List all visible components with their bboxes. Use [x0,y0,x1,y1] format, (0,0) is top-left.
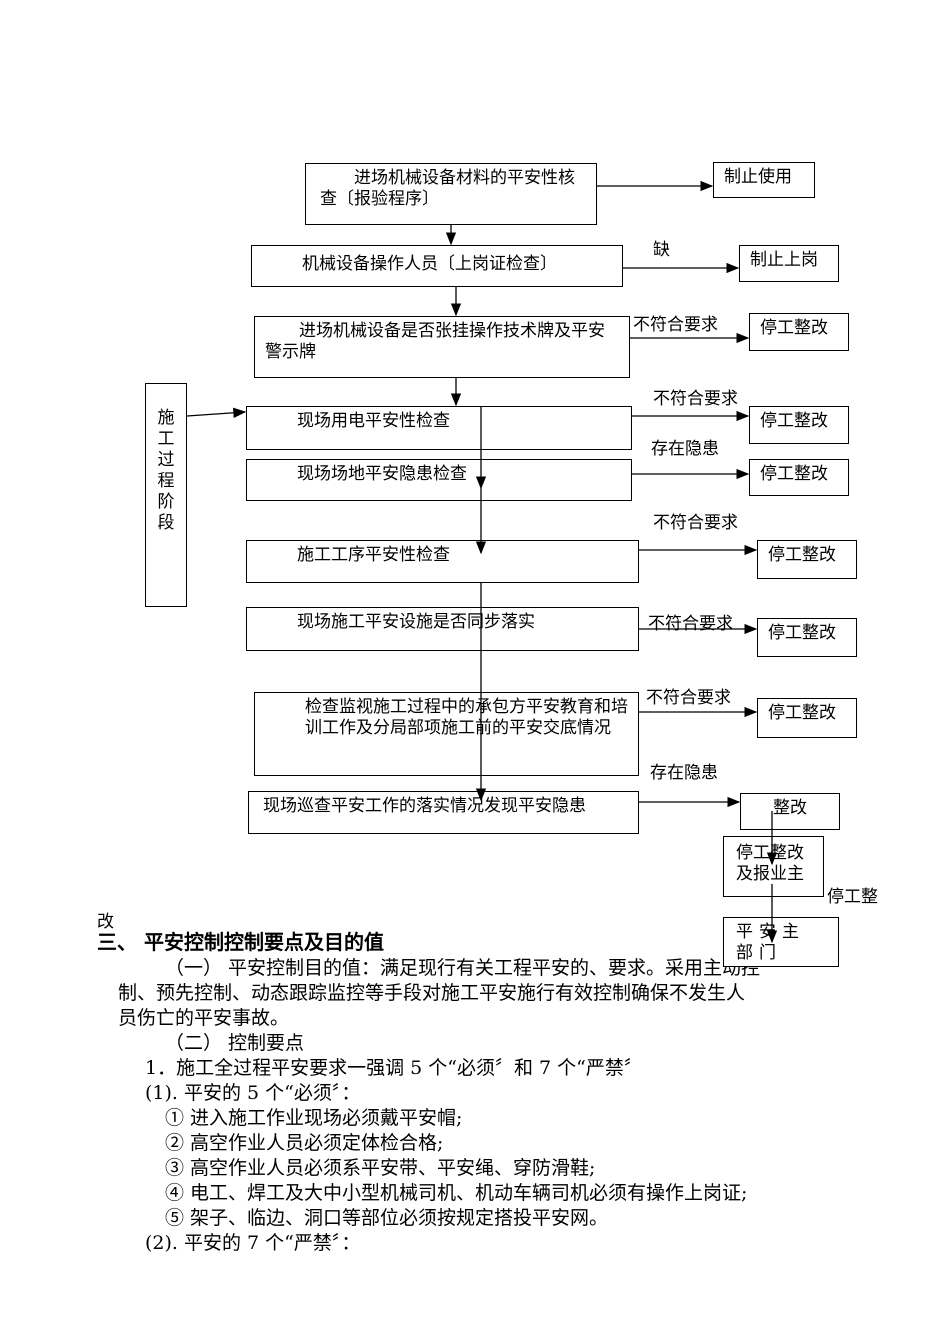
label-1: 缺 [653,240,670,260]
label-3: 不符合要求 [653,389,738,409]
stop-partial-text: 停工整 [827,887,878,907]
list-item: ④ 电工、焊工及大中小型机械司机、机动车辆司机必须有操作上岗证; [165,1182,748,1204]
para-3: 1．施工全过程平安要求一强调 5 个“必须〞和 7 个“严禁〞 [145,1057,643,1079]
flow-connectors [186,180,758,808]
result-3: 停工整改 [749,313,849,351]
flow-step-8: 检查监视施工过程中的承包方平安教育和培训工作及分局部项施工前的平安交底情况 [254,692,639,776]
list-item: ② 高空作业人员必须定体检合格; [165,1132,444,1154]
flow-step-4: 现场用电平安性检查 [246,406,632,450]
para-1: （一） 平安控制目的值：满足现行有关工程平安的、要求。采用主动控 [165,957,761,979]
result-8: 停工整改 [757,698,857,738]
flow-step-9: 现场巡查平安工作的落实情况发现平安隐患 [248,791,639,834]
stop-tail-text: 改 [97,912,114,932]
result-5: 停工整改 [749,459,849,496]
flow-step-1: 进场机械设备材料的平安性核查〔报验程序〕 [305,163,597,225]
para-4: (1). 平安的 5 个“必须〞： [145,1082,361,1104]
flow-step-3: 进场机械设备是否张挂操作技术牌及平安警示牌 [254,316,630,378]
para-5: (2). 平安的 7 个“严禁〞： [145,1232,361,1254]
list-item: ③ 高空作业人员必须系平安带、平安绳、穿防滑鞋; [165,1157,596,1179]
section-heading: 三、 平安控制控制要点及目的值 [97,930,384,954]
flow-step-7: 现场施工平安设施是否同步落实 [246,607,639,651]
label-6: 不符合要求 [648,614,733,634]
para-1b: 制、预先控制、动态跟踪监控等手段对施工平安施行有效控制确保不发生人 [118,982,746,1004]
label-4: 存在隐患 [651,439,719,459]
flow-step-6: 施工工序平安性检查 [246,540,639,583]
result-7: 停工整改 [757,618,857,657]
result-1: 制止使用 [713,162,815,198]
result-6: 停工整改 [757,540,857,579]
label-7: 不符合要求 [646,688,731,708]
stop-report-box: 停工整改及报业主 [723,836,824,897]
flow-step-2: 机械设备操作人员〔上岗证检查〕 [251,245,623,287]
label-2: 不符合要求 [633,315,718,335]
result-9: 整改 [740,793,840,830]
result-4: 停工整改 [749,406,849,444]
para-1c: 员伤亡的平安事故。 [118,1007,290,1029]
list-item: ⑤ 架子、临边、洞口等部位必须按规定搭投平安网。 [165,1207,609,1229]
dept-box: 平安主部门 [723,917,839,967]
result-2: 制止上岗 [739,245,839,282]
label-5: 不符合要求 [653,513,738,533]
flow-step-5: 现场场地平安隐患检查 [246,459,632,501]
para-2: （二） 控制要点 [165,1032,305,1054]
list-item: ① 进入施工作业现场必须戴平安帽; [165,1107,463,1129]
label-8: 存在隐患 [650,763,718,783]
stage-box: 施工过程阶段 [145,383,187,607]
